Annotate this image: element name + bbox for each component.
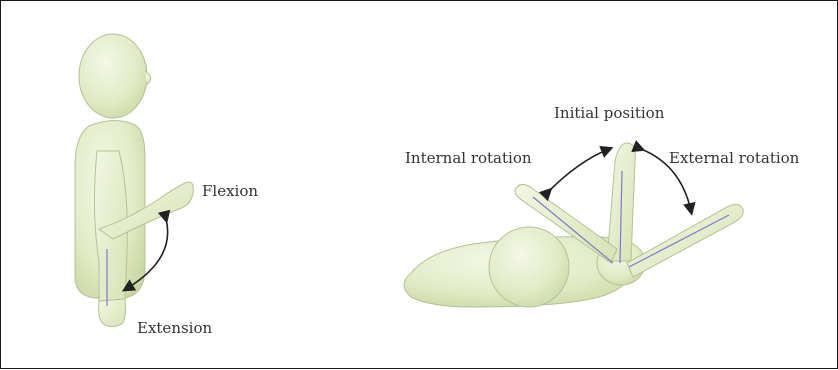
standing-hand <box>99 299 126 327</box>
label-initial-position: Initial position <box>554 106 664 121</box>
label-internal-rotation: Internal rotation <box>405 151 532 166</box>
label-extension: Extension <box>137 321 212 336</box>
label-flexion: Flexion <box>202 184 258 199</box>
guide-line-external <box>629 215 729 267</box>
internal-rotation-arrow <box>549 149 609 191</box>
lying-figure <box>404 143 743 307</box>
label-external-rotation: External rotation <box>669 151 799 166</box>
standing-figure <box>75 34 193 327</box>
standing-head <box>79 34 147 118</box>
lying-head <box>489 227 569 307</box>
lying-forearm-external <box>627 204 743 277</box>
